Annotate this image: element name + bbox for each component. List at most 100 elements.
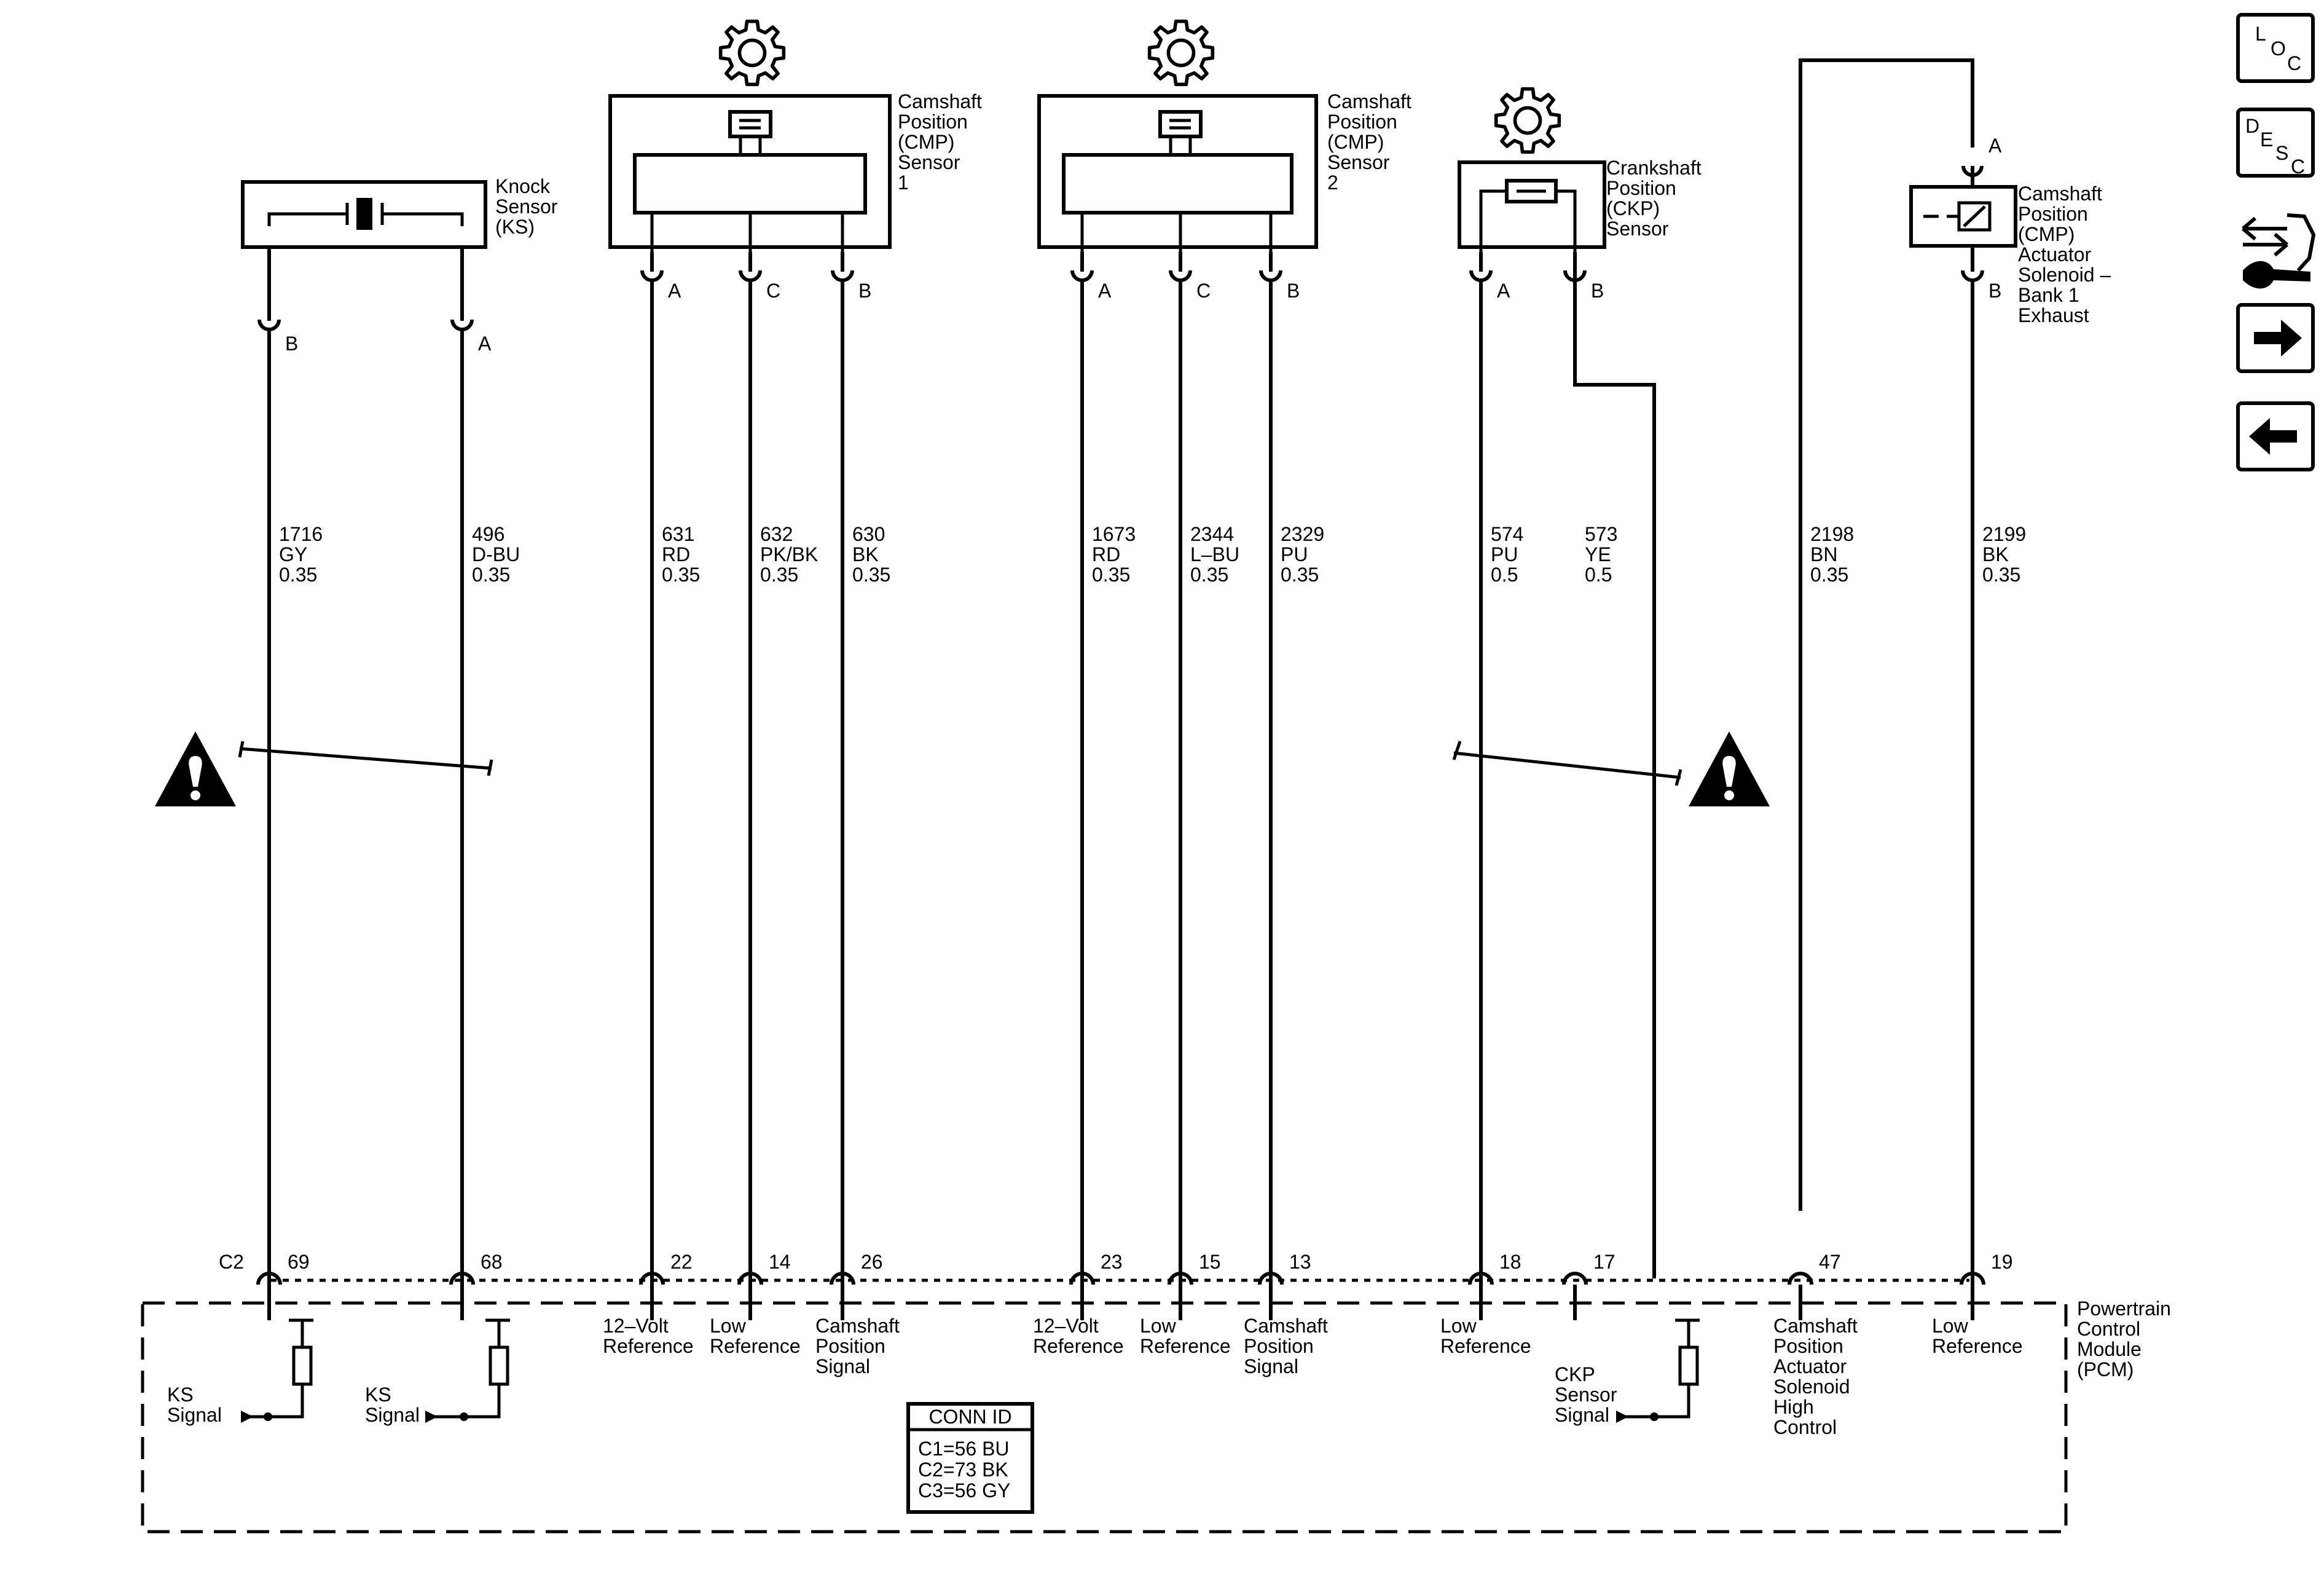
circuit-number: 574: [1491, 523, 1523, 545]
connector-cup-icon: [450, 319, 474, 331]
wire-gauge: 0.35: [852, 564, 890, 586]
svg-text:C2=73 BK: C2=73 BK: [918, 1459, 1008, 1481]
pcm-pin-number: 47: [1819, 1251, 1841, 1273]
pcm-pin-number: 23: [1101, 1251, 1123, 1273]
pcm-circuit-label: Control: [1773, 1416, 1837, 1438]
svg-text:(CKP): (CKP): [1606, 197, 1660, 219]
svg-text:Module: Module: [2077, 1338, 2141, 1360]
svg-text:C1=56 BU: C1=56 BU: [918, 1438, 1010, 1460]
loc-button[interactable]: L O C: [2236, 13, 2315, 83]
pcm-circuit-label: 12–Volt: [603, 1315, 669, 1337]
pcm-circuit-label: Reference: [1140, 1335, 1231, 1357]
svg-text:Control: Control: [2077, 1318, 2140, 1340]
twisted-pair-mark-ckp: [1452, 741, 1682, 786]
svg-text:D: D: [2245, 115, 2259, 137]
svg-text:Signal: Signal: [365, 1404, 420, 1426]
connector-cup-icon: [1259, 270, 1282, 282]
svg-text:CONN ID: CONN ID: [928, 1406, 1011, 1428]
pcm-pin-cup-icon: [1562, 1272, 1588, 1285]
pcm-pin-cup-icon: [830, 1272, 855, 1285]
pin-letter: B: [1591, 280, 1604, 302]
pcm-circuit-label: Reference: [1932, 1335, 2023, 1357]
svg-text:CKP: CKP: [1555, 1363, 1595, 1385]
pcm-circuit-label: Reference: [603, 1335, 694, 1357]
svg-text:Camshaft: Camshaft: [2018, 183, 2102, 205]
svg-text:C: C: [2291, 156, 2305, 178]
svg-text:Position: Position: [1606, 177, 1676, 199]
pcm-pin-number: 18: [1499, 1251, 1521, 1273]
gear-icon: [1496, 89, 1560, 152]
pcm-pin-number: 19: [1991, 1251, 2013, 1273]
svg-text:(PCM): (PCM): [2077, 1358, 2134, 1380]
pcm-circuit-label: Camshaft: [1244, 1315, 1328, 1337]
pcm-circuit-label: Low: [1140, 1315, 1177, 1337]
svg-text:Sensor: Sensor: [1555, 1384, 1617, 1406]
connector-view-icon[interactable]: [2242, 213, 2316, 289]
pcm-circuit-label: Low: [710, 1315, 747, 1337]
svg-text:KS: KS: [167, 1384, 194, 1406]
connector-cup-icon: [1469, 270, 1493, 282]
svg-text:C2: C2: [219, 1251, 244, 1273]
connector-cup-icon: [1169, 270, 1192, 282]
previous-button[interactable]: [2236, 401, 2315, 471]
svg-text:(CMP): (CMP): [2018, 223, 2075, 245]
wire-gauge: 0.35: [1190, 564, 1228, 586]
pcm-pin-cup-icon: [256, 1272, 282, 1285]
svg-text:(CMP): (CMP): [898, 131, 954, 153]
svg-text:(CMP): (CMP): [1327, 131, 1384, 153]
svg-text:(KS): (KS): [495, 216, 535, 238]
pcm-pin-number: 26: [861, 1251, 883, 1273]
wire-gauge: 0.35: [1810, 564, 1848, 586]
pin-letter: A: [668, 280, 681, 302]
wire-gauge: 0.35: [760, 564, 798, 586]
svg-text:Knock: Knock: [495, 175, 551, 197]
svg-text:Position: Position: [1327, 111, 1397, 133]
connector-cup-icon: [739, 270, 762, 282]
pcm-pin-number: 22: [670, 1251, 693, 1273]
circuit-number: 2344: [1190, 523, 1234, 545]
svg-text:E: E: [2260, 128, 2273, 151]
wire-gauge: 0.5: [1585, 564, 1612, 586]
circuit-number: 632: [760, 523, 793, 545]
svg-text:Sensor: Sensor: [495, 195, 558, 218]
circuit-number: 631: [662, 523, 694, 545]
pcm-pin-number: 14: [769, 1251, 791, 1273]
wires-layer: B1716GY0.3569A496D-BU0.3568A631RD0.35221…: [256, 247, 2026, 1438]
caution-icon: [1689, 731, 1770, 806]
wire-color: D-BU: [472, 543, 520, 565]
pcm-circuit-label: Low: [1440, 1315, 1477, 1337]
twisted-pair-mark-ks: [238, 741, 493, 776]
svg-text:Position: Position: [898, 111, 968, 133]
wire-color: YE: [1585, 543, 1611, 565]
pin-letter: B: [858, 280, 871, 302]
circuit-number: 1673: [1092, 523, 1136, 545]
pcm-circuit-label: Reference: [710, 1335, 801, 1357]
pin-letter: A: [478, 333, 492, 355]
desc-button[interactable]: D E S C: [2236, 108, 2315, 178]
circuit-number: 496: [472, 523, 504, 545]
pcm-pin-cup-icon: [1258, 1272, 1284, 1285]
pcm-pin-cup-icon: [449, 1272, 475, 1285]
wire-color: GY: [279, 543, 307, 565]
wire-color: PU: [1491, 543, 1518, 565]
wire-color: BK: [852, 543, 879, 565]
svg-text:Actuator: Actuator: [2018, 243, 2092, 266]
svg-text:C3=56 GY: C3=56 GY: [918, 1479, 1010, 1502]
next-button[interactable]: [2236, 303, 2315, 373]
svg-text:Camshaft: Camshaft: [1327, 90, 1411, 112]
cmp-sensor-2: Camshaft Position (CMP) Sensor 2: [1037, 22, 1411, 252]
pin-letter: B: [1988, 280, 2001, 302]
wire-color: BN: [1810, 543, 1837, 565]
circuit-number: 2199: [1982, 523, 2026, 545]
wire-color: RD: [662, 543, 690, 565]
svg-text:C: C: [2287, 52, 2301, 74]
svg-text:2: 2: [1327, 171, 1338, 194]
pcm-circuit-label: Position: [1773, 1335, 1843, 1357]
